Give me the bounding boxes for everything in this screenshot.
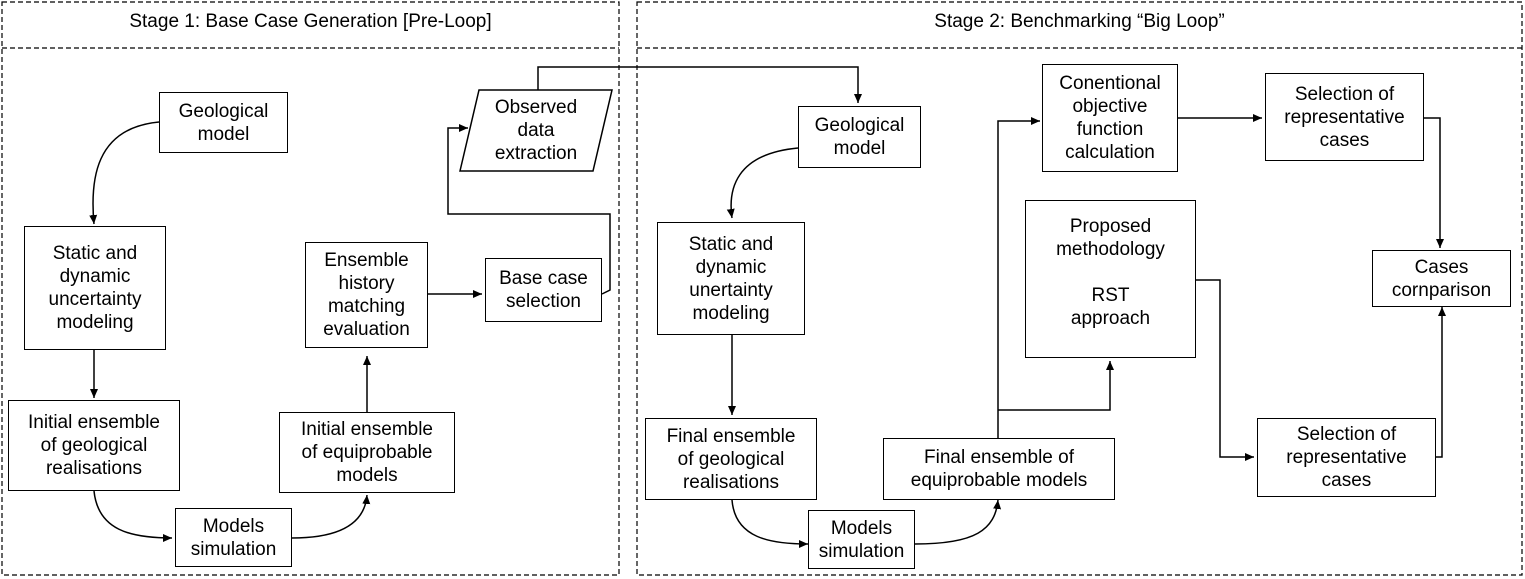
- arrow-observed-to-geo-2: [537, 66, 862, 103]
- arrow-geo-to-static-1: [89, 121, 160, 225]
- stage-2-title: Stage 2: Benchmarking “Big Loop”: [934, 11, 1225, 32]
- arrow-proposed-to-selection-bottom: [1196, 279, 1254, 461]
- arrow-sim-to-initial-equi-1: [291, 494, 371, 539]
- proposed-methodology-rst-box: Proposed methodology RST approach: [1025, 200, 1196, 358]
- final-geological-ensemble-box: Final ensemble of geological realisation…: [645, 418, 817, 500]
- conventional-objective-function-box: Conentional objective function calculati…: [1042, 64, 1178, 172]
- selection-representative-cases-top: Selection of representative cases: [1265, 73, 1424, 161]
- cases-comparison-box: Cases cornparison: [1372, 250, 1511, 307]
- observed-data-extraction-label: Observed data extraction: [494, 97, 578, 164]
- arrow-final-geo-to-sim-2: [731, 499, 809, 548]
- ensemble-history-matching-box: Ensemble history matching evaluation: [305, 242, 428, 348]
- stage-2-frame: [636, 1, 1523, 576]
- selection-representative-cases-bottom: Selection of representative cases: [1257, 418, 1436, 497]
- stage-1-title: Stage 1: Base Case Generation [Pre-Loop]: [129, 11, 492, 32]
- models-simulation-box-2: Models simulation: [808, 510, 915, 569]
- arrow-final-equi-to-conventional: [997, 117, 1040, 438]
- models-simulation-box-1: Models simulation: [175, 508, 292, 567]
- arrow-geo-to-static-2: [726, 147, 799, 219]
- static-dynamic-modeling-box-2: Static and dynamic unertainty modeling: [657, 222, 805, 335]
- stage-1-frame: [1, 1, 620, 576]
- geological-model-box-2: Geological model: [798, 106, 921, 168]
- arrow-final-equi-to-proposed: [998, 361, 1114, 411]
- final-equiprobable-ensemble-box: Final ensemble of equiprobable models: [883, 438, 1115, 500]
- base-case-selection-box: Base case selection: [485, 258, 602, 322]
- arrow-selection-bottom-to-cases: [1436, 307, 1446, 458]
- initial-equiprobable-ensemble-box: Initial ensemble of equiprobable models: [279, 412, 455, 493]
- arrow-initial-geo-to-sim-1: [93, 490, 173, 542]
- observed-data-shape: [459, 89, 613, 172]
- arrow-sim-to-final-equi-2: [914, 499, 1002, 545]
- initial-geological-ensemble-box: Initial ensemble of geological realisati…: [8, 400, 180, 491]
- geological-model-box-1: Geological model: [159, 92, 288, 153]
- arrow-base-to-observed: [447, 124, 611, 295]
- static-dynamic-modeling-box-1: Static and dynamic uncertainty modeling: [24, 226, 166, 350]
- arrow-selection-to-cases: [1424, 117, 1444, 248]
